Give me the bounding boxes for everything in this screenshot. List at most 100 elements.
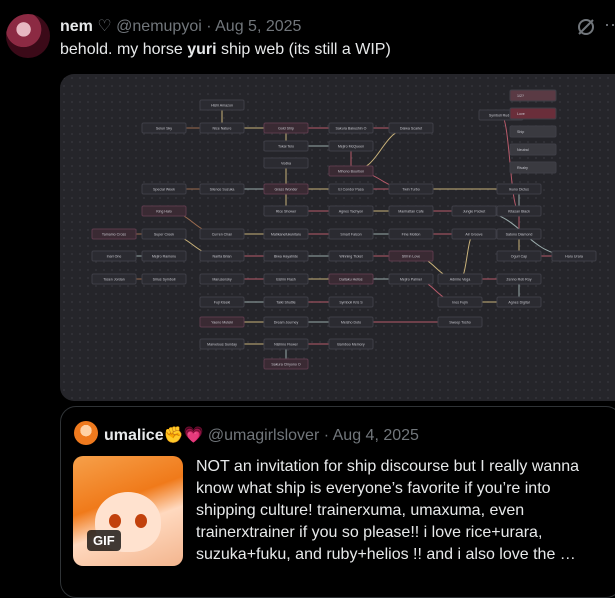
svg-text:Nice Nature: Nice Nature [213,126,232,130]
graph-node: Fine Motion [388,228,434,240]
gif-badge: GIF [87,530,121,551]
quote-timestamp[interactable]: Aug 4, 2025 [332,427,419,444]
graph-node: Daiwa Scarlet [388,122,434,134]
svg-text:Winning Ticket: Winning Ticket [339,254,362,258]
graph-node: Gold Ship [263,122,309,134]
graph-node: Meisho Doto [328,316,374,328]
graph-node: Sirius Symboli [141,273,187,285]
graph-node: Sweep Tosho [437,316,483,328]
svg-text:Sakura Chiyono O: Sakura Chiyono O [271,362,301,366]
quote-text: NOT an invitation for ship discourse but… [196,458,580,563]
svg-text:Nishino Flower: Nishino Flower [274,342,299,346]
svg-text:Admire Vega: Admire Vega [450,277,471,281]
svg-text:Gold Ship: Gold Ship [278,126,294,130]
svg-text:Smart Falcon: Smart Falcon [340,232,361,236]
more-icon[interactable]: ⋯ [604,15,615,35]
svg-text:Rice Shower: Rice Shower [276,209,297,213]
separator: · [323,427,330,444]
svg-text:El Condor Pasa: El Condor Pasa [338,187,363,191]
tweet-header: nem ♡ @nemupyoi · Aug 5, 2025 [60,16,301,36]
svg-text:Oguri Cap: Oguri Cap [511,254,527,258]
graph-node: Maruzensky [199,273,245,285]
svg-text:Ikuno Dictus: Ikuno Dictus [509,187,529,191]
svg-text:Hishi Amazon: Hishi Amazon [211,103,233,107]
svg-text:Dream Journey: Dream Journey [274,320,299,324]
svg-text:Daiwa Scarlet: Daiwa Scarlet [400,126,422,130]
legend-item: Neutral [509,143,557,156]
legend-item: Rivalry [509,161,557,174]
graph-node: Taiki Shuttle [263,296,309,308]
graph-node: Mejiro McQueen [328,140,374,152]
graph-node: Super Creek [141,228,187,240]
legend-item: Love [509,107,557,120]
svg-text:Sirius Symboli: Sirius Symboli [153,277,176,281]
graph-node: Eishin Flash [263,273,309,285]
quote-display-name[interactable]: umalice [104,427,164,444]
svg-text:Daitaku Helios: Daitaku Helios [339,277,362,281]
tweet-text: behold. my horse yuri ship web (its stil… [60,41,391,58]
graph-node: Jungle Pocket [451,205,497,217]
svg-text:Taiki Shuttle: Taiki Shuttle [276,300,295,304]
svg-text:Seiun Sky: Seiun Sky [156,126,172,130]
graph-node: Agnes Digital [496,296,542,308]
svg-text:Twin Turbo: Twin Turbo [402,187,420,191]
graph-node: Mejiro Palmer [388,273,434,285]
svg-text:Agnes Tachyon: Agnes Tachyon [339,209,364,213]
svg-text:Silence Suzuka: Silence Suzuka [210,187,235,191]
eye [135,514,147,528]
quote-handle[interactable]: @umagirlslover [207,427,320,444]
graph-node: Zenno Rob Roy [496,273,542,285]
svg-text:Air Groove: Air Groove [465,232,482,236]
graph-node: King Halo [141,205,187,217]
graph-node: Narita Brian [199,250,245,262]
fist-emoji-icon: ✊ [163,427,184,444]
graph-node: Twin Turbo [388,183,434,195]
avatar[interactable] [6,14,50,58]
quote-header: umalice✊💗 @umagirlslover · Aug 4, 2025 [104,425,419,445]
graph-node: Air Groove [451,228,497,240]
graph-node: Admire Vega [437,273,483,285]
graph-node: Oguri Cap [496,250,542,262]
svg-text:King Halo: King Halo [156,209,172,213]
graph-node: Bamboo Memory [328,338,374,350]
graph-node: Sakura Chiyono O [263,358,309,370]
svg-text:Tamamo Cross: Tamamo Cross [102,232,126,236]
svg-text:Symboli Rudolf: Symboli Rudolf [489,113,513,117]
graph-node: Agnes Tachyon [328,205,374,217]
graph-node: Tokai Teio [263,140,309,152]
svg-text:Eishin Flash: Eishin Flash [276,277,296,281]
quote-avatar[interactable] [74,421,98,445]
svg-text:Zenno Rob Roy: Zenno Rob Roy [506,277,531,281]
handle[interactable]: @nemupyoi [116,18,202,35]
svg-text:Manhattan Cafe: Manhattan Cafe [398,209,424,213]
svg-text:Kitasan Black: Kitasan Black [508,209,530,213]
graph-node: Satono Diamond [496,228,542,240]
graph-node: Vodka [263,157,309,169]
graph-node: Inari One [91,250,137,262]
graph-node: Still in Love [388,250,434,262]
svg-text:Matikanefukukitaru: Matikanefukukitaru [271,232,301,236]
graph-node: Dream Journey [263,316,309,328]
svg-text:Narita Brian: Narita Brian [213,254,232,258]
graph-node: Ines Fujin [437,296,483,308]
graph-node: Nice Nature [199,122,245,134]
graph-node: Hishi Amazon [199,99,245,111]
svg-text:Special Week: Special Week [153,187,175,191]
graph-node: Smart Falcon [328,228,374,240]
grok-icon[interactable] [576,17,596,37]
svg-text:Marvelous Sunday: Marvelous Sunday [207,342,237,346]
display-name[interactable]: nem [60,18,93,35]
graph-node: Daitaku Helios [328,273,374,285]
graph-node: Tosen Jordan [91,273,137,285]
svg-text:Tosen Jordan: Tosen Jordan [103,277,125,281]
graph-node: Rice Shower [263,205,309,217]
svg-text:Curren Chan: Curren Chan [212,232,233,236]
timestamp[interactable]: Aug 5, 2025 [215,18,302,35]
svg-text:Ship: Ship [517,130,524,134]
graph-node: Haru Urara [551,250,597,262]
heart-icon: 💗 [183,427,204,444]
